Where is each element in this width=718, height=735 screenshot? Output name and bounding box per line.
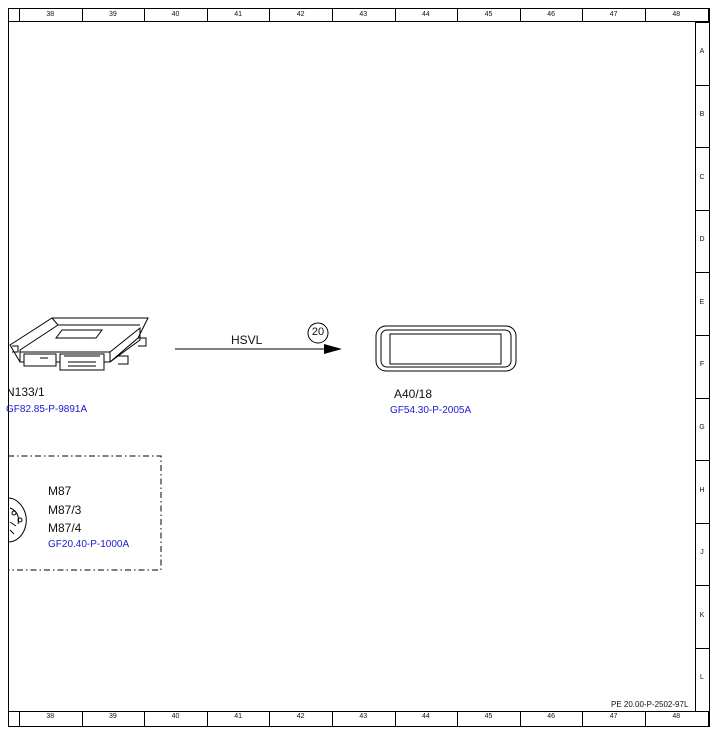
column-label: 41: [234, 11, 242, 18]
m87-heater-icon: [7, 497, 27, 543]
display-a40-icon: [375, 325, 517, 372]
column-label: 48: [672, 713, 681, 720]
column-label: 42: [296, 11, 305, 18]
column-label: 46: [547, 713, 555, 720]
column-label: 47: [609, 11, 618, 18]
row-label: J: [700, 549, 704, 557]
n133-reference-link[interactable]: GF82.85-P-9891A: [6, 404, 88, 415]
m87-3-code-label: M87/3: [48, 503, 82, 517]
row-label: F: [699, 361, 705, 369]
row-label: E: [699, 298, 705, 306]
column-label: 40: [171, 11, 180, 18]
row-label: G: [699, 423, 705, 431]
column-label: 44: [421, 713, 430, 720]
a40-reference-link[interactable]: GF54.30-P-2005A: [390, 405, 472, 416]
column-label: 45: [484, 11, 493, 18]
control-unit-n133-icon: [9, 317, 149, 371]
connection-marker-number: 20: [311, 326, 325, 338]
column-label: 46: [547, 11, 555, 18]
column-label: 45: [484, 713, 493, 720]
column-label: 43: [359, 713, 368, 720]
row-label: D: [699, 236, 705, 244]
document-id-label: PE 20.00-P-2502-97L: [611, 700, 689, 709]
column-label: 44: [421, 11, 430, 18]
outer-frame: [8, 8, 710, 727]
column-label: 39: [108, 11, 117, 18]
column-label: 41: [234, 713, 242, 720]
column-label: 38: [46, 713, 55, 720]
m87-dashed-boundary: [8, 455, 162, 571]
n133-code-label: N133/1: [6, 385, 45, 399]
column-label: 38: [46, 11, 55, 18]
column-label: 42: [296, 713, 305, 720]
m87-4-code-label: M87/4: [48, 521, 82, 535]
column-label: 39: [108, 713, 117, 720]
row-label: A: [699, 48, 705, 56]
column-label: 43: [359, 11, 368, 18]
column-label: 40: [171, 713, 180, 720]
row-label: K: [699, 611, 705, 619]
row-label: C: [699, 173, 705, 181]
row-label: H: [699, 486, 705, 494]
column-label: 48: [672, 11, 681, 18]
column-tick-marks: [19, 9, 709, 726]
connection-marker-circle: [307, 322, 329, 344]
m87-code-label: M87: [48, 484, 72, 498]
row-label: B: [699, 110, 705, 118]
hsvl-arrow-head: [324, 344, 342, 354]
m87-reference-link[interactable]: GF20.40-P-1000A: [48, 539, 130, 550]
row-label: L: [700, 674, 704, 682]
column-label: 47: [609, 713, 618, 720]
row-tick-marks: [696, 22, 709, 649]
a40-code-label: A40/18: [394, 387, 433, 401]
hsvl-signal-label: HSVL: [231, 333, 263, 347]
